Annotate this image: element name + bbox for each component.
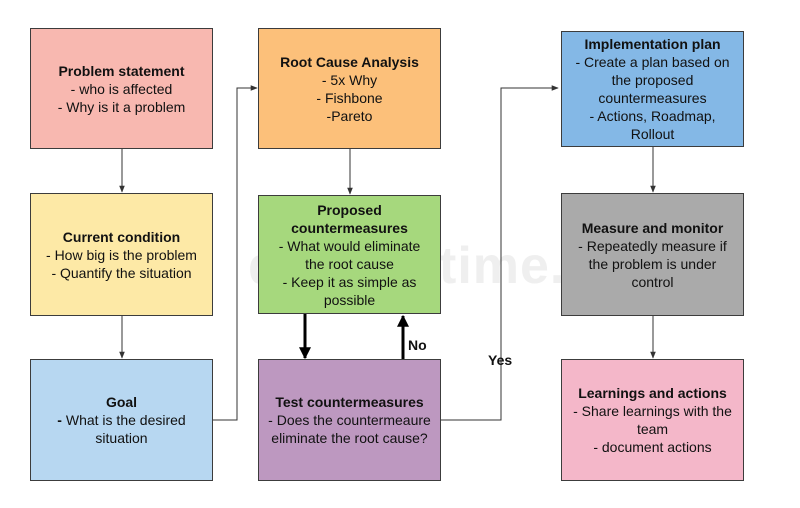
proposed-countermeasures-line: the root cause <box>305 255 394 272</box>
measure-and-monitor-line: control <box>631 273 674 290</box>
learnings-and-actions-line: - document actions <box>593 439 712 455</box>
implementation-plan-line: Rollout <box>630 126 675 142</box>
test-countermeasures-line: - Does the countermeaure <box>268 412 431 428</box>
root-cause-analysis-line: - Fishbone <box>316 89 383 106</box>
proposed-countermeasures-line: possible <box>323 291 376 308</box>
problem-statement-title: Problem statement <box>58 62 185 79</box>
measure-and-monitor-title: Measure and monitor <box>581 219 724 236</box>
proposed-countermeasures-line: - Keep it as simple as <box>282 273 417 290</box>
arrow-test-to-impl <box>441 85 559 421</box>
learnings-and-actions-line: - Share learnings with the <box>573 403 732 419</box>
root-cause-analysis-line: - 5x Why <box>321 71 378 88</box>
problem-statement-box: Problem statement - who is affected - Wh… <box>30 28 213 149</box>
measure-and-monitor-line: the problem is under <box>588 255 717 272</box>
test-countermeasures-box: Test countermeasures - Does the counterm… <box>258 359 441 481</box>
measure-and-monitor-box: Measure and monitor - Repeatedly measure… <box>561 193 744 316</box>
goal-line: situation <box>95 430 148 446</box>
implementation-plan-line: countermeasures <box>598 90 707 106</box>
goal-line-text: What is the desired <box>65 412 186 428</box>
goal-title: Goal <box>105 394 138 410</box>
goal-box: Goal - What is the desired situation <box>30 359 213 481</box>
proposed-countermeasures-line: - What would eliminate <box>278 237 421 254</box>
learnings-and-actions-title: Learnings and actions <box>578 385 727 401</box>
problem-statement-line: - Why is it a problem <box>57 98 186 115</box>
current-condition-line: - How big is the problem <box>46 246 197 263</box>
implementation-plan-line: - Actions, Roadmap, <box>589 108 716 124</box>
learnings-and-actions-box: Learnings and actions - Share learnings … <box>561 359 744 481</box>
current-condition-title: Current condition <box>62 228 181 245</box>
test-countermeasures-line: eliminate the root cause? <box>271 430 428 446</box>
root-cause-analysis-line: -Pareto <box>326 107 373 124</box>
measure-and-monitor-line: - Repeatedly measure if <box>578 237 727 254</box>
learnings-and-actions-line: team <box>636 421 669 437</box>
root-cause-analysis-box: Root Cause Analysis - 5x Why - Fishbone … <box>258 28 441 149</box>
proposed-countermeasures-title: countermeasures <box>291 219 408 236</box>
root-cause-analysis-title: Root Cause Analysis <box>280 53 419 70</box>
edge-label-yes: Yes <box>488 352 513 368</box>
arrow-goal-to-rca <box>213 85 258 421</box>
proposed-countermeasures-box: Proposed countermeasures - What would el… <box>258 195 441 314</box>
implementation-plan-line: the proposed <box>611 72 694 88</box>
edge-label-no: No <box>408 337 427 353</box>
proposed-countermeasures-title: Proposed <box>317 201 382 218</box>
test-countermeasures-title: Test countermeasures <box>275 394 424 410</box>
current-condition-box: Current condition - How big is the probl… <box>30 193 213 316</box>
implementation-plan-box: Implementation plan - Create a plan base… <box>561 31 744 147</box>
current-condition-line: - Quantify the situation <box>51 264 192 281</box>
implementation-plan-title: Implementation plan <box>584 36 721 52</box>
problem-statement-line: - who is affected <box>70 80 173 97</box>
implementation-plan-line: - Create a plan based on <box>575 54 730 70</box>
goal-line: - What is the desired <box>57 412 186 428</box>
